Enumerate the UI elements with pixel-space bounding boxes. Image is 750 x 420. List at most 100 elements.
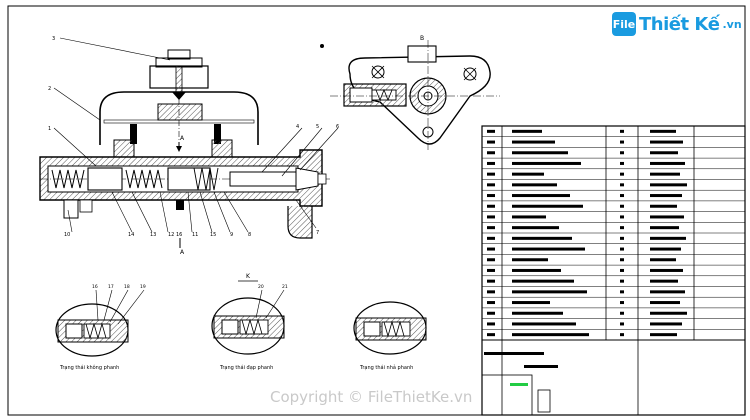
parts-table-cell-3 bbox=[650, 183, 687, 187]
callout-11: 11 bbox=[192, 232, 198, 238]
callout-10: 10 bbox=[64, 232, 70, 238]
parts-table-cell-3 bbox=[650, 226, 679, 230]
site-logo[interactable]: File Thiết Kế .vn bbox=[612, 12, 742, 36]
parts-table-cell-1 bbox=[512, 268, 561, 272]
parts-table-cell-3 bbox=[650, 279, 678, 283]
highlight-mark bbox=[510, 383, 528, 386]
section-label-a-bottom: A bbox=[180, 249, 185, 256]
parts-table-cell-1 bbox=[512, 204, 583, 208]
parts-table-cell-2 bbox=[620, 290, 624, 294]
callout-13: 13 bbox=[150, 232, 156, 238]
logo-icon: File bbox=[612, 12, 636, 36]
return-spring-front bbox=[51, 169, 85, 189]
view-b: B bbox=[320, 35, 500, 150]
detail1-callout-19: 19 bbox=[140, 284, 146, 290]
parts-table-cell-1 bbox=[512, 258, 548, 262]
reservoir-body bbox=[99, 91, 259, 145]
parts-table-cell-0 bbox=[487, 301, 495, 305]
callout-12: 12 bbox=[168, 232, 174, 238]
callout-9: 9 bbox=[230, 232, 233, 238]
detail-press: K 20 21 Trạng thái đạp phanh bbox=[211, 273, 288, 371]
parts-table-cell-0 bbox=[487, 215, 495, 219]
return-spring-rear bbox=[125, 169, 163, 189]
main-section-view: A A 3 2 1 4 5 6 7 bbox=[39, 36, 339, 256]
parts-table-cell-3 bbox=[650, 247, 681, 251]
parts-table-cell-1 bbox=[512, 247, 585, 251]
parts-table-cell-2 bbox=[620, 268, 624, 272]
parts-table-cell-0 bbox=[487, 290, 495, 294]
parts-table-cell-0 bbox=[487, 268, 495, 272]
parts-table-cell-2 bbox=[620, 226, 624, 230]
view-k-label: K bbox=[246, 273, 251, 280]
parts-table-cell-0 bbox=[487, 226, 495, 230]
parts-table-cell-1 bbox=[512, 301, 550, 305]
parts-table-cell-0 bbox=[487, 204, 495, 208]
parts-table-cell-3 bbox=[650, 129, 676, 133]
callout-3: 3 bbox=[52, 36, 55, 42]
parts-table-cell-3 bbox=[650, 333, 677, 337]
parts-table-cell-2 bbox=[620, 215, 624, 219]
parts-table-cell-3 bbox=[650, 322, 682, 326]
detail1-callout-18: 18 bbox=[124, 284, 130, 290]
parts-table-cell-0 bbox=[487, 194, 495, 198]
callout-8: 8 bbox=[248, 232, 251, 238]
parts-table-cell-0 bbox=[487, 236, 495, 240]
callout-leaders bbox=[53, 37, 339, 233]
parts-table-cell-0 bbox=[487, 333, 495, 337]
parts-table-cell-3 bbox=[650, 258, 676, 262]
parts-table-cell-2 bbox=[620, 129, 624, 133]
callout-14: 14 bbox=[128, 232, 134, 238]
parts-table-cell-1 bbox=[512, 226, 559, 230]
parts-table-cell-3 bbox=[650, 204, 677, 208]
parts-table-cell-0 bbox=[487, 183, 495, 187]
callout-15: 15 bbox=[210, 232, 216, 238]
callout-2: 2 bbox=[48, 86, 51, 92]
section-label-a-top: A bbox=[180, 135, 185, 142]
logo-word: Thiết Kế bbox=[639, 13, 720, 35]
parts-table-cell-1 bbox=[512, 290, 587, 294]
detail1-callout-17: 17 bbox=[108, 284, 114, 290]
primary-piston bbox=[167, 167, 211, 191]
detail2-callout-21: 21 bbox=[282, 284, 288, 290]
parts-table-cell-1 bbox=[512, 129, 542, 133]
parts-table-cell-1 bbox=[512, 311, 563, 315]
parts-table-cell-1 bbox=[512, 172, 544, 176]
parts-table-cell-2 bbox=[620, 204, 624, 208]
parts-table-cell-3 bbox=[650, 301, 680, 305]
parts-table-cell-3 bbox=[650, 151, 678, 155]
parts-table-cell-0 bbox=[487, 247, 495, 251]
parts-table-cell-1 bbox=[512, 215, 546, 219]
parts-table-cell-2 bbox=[620, 172, 624, 176]
parts-table-cell-2 bbox=[620, 183, 624, 187]
view-b-label: B bbox=[420, 35, 424, 42]
parts-table-cell-1 bbox=[512, 151, 568, 155]
parts-table bbox=[481, 125, 746, 416]
parts-table-cell-2 bbox=[620, 322, 624, 326]
parts-table-cell-3 bbox=[650, 236, 686, 240]
callout-1: 1 bbox=[48, 126, 51, 132]
callout-7: 7 bbox=[316, 230, 319, 236]
secondary-piston bbox=[87, 167, 123, 191]
parts-table-cell-1 bbox=[512, 279, 574, 283]
parts-table-cell-2 bbox=[620, 247, 624, 251]
parts-table-cell-2 bbox=[620, 194, 624, 198]
parts-table-cell-2 bbox=[620, 236, 624, 240]
parts-table-cell-3 bbox=[650, 215, 684, 219]
caption-release: Trạng thái không phanh bbox=[59, 364, 119, 371]
logo-domain: .vn bbox=[722, 17, 742, 31]
parts-table-cell-2 bbox=[620, 301, 624, 305]
detail-release: 16 17 18 19 Trạng thái không phanh bbox=[55, 284, 146, 371]
callout-6: 6 bbox=[336, 124, 339, 130]
parts-table-cell-1 bbox=[512, 236, 572, 240]
parts-table-cell-3 bbox=[650, 172, 680, 176]
detail2-callout-20: 20 bbox=[258, 284, 264, 290]
parts-table-cell-1 bbox=[512, 322, 576, 326]
parts-table-cell-1 bbox=[512, 161, 581, 165]
parts-table-cell-1 bbox=[512, 140, 555, 144]
caption-return: Trạng thái nhả phanh bbox=[359, 364, 413, 371]
caption-press: Trạng thái đạp phanh bbox=[219, 364, 273, 371]
sheet-border bbox=[7, 5, 746, 416]
parts-table-cell-1 bbox=[512, 183, 557, 187]
parts-table-cell-2 bbox=[620, 258, 624, 262]
parts-table-cell-1 bbox=[512, 194, 570, 198]
